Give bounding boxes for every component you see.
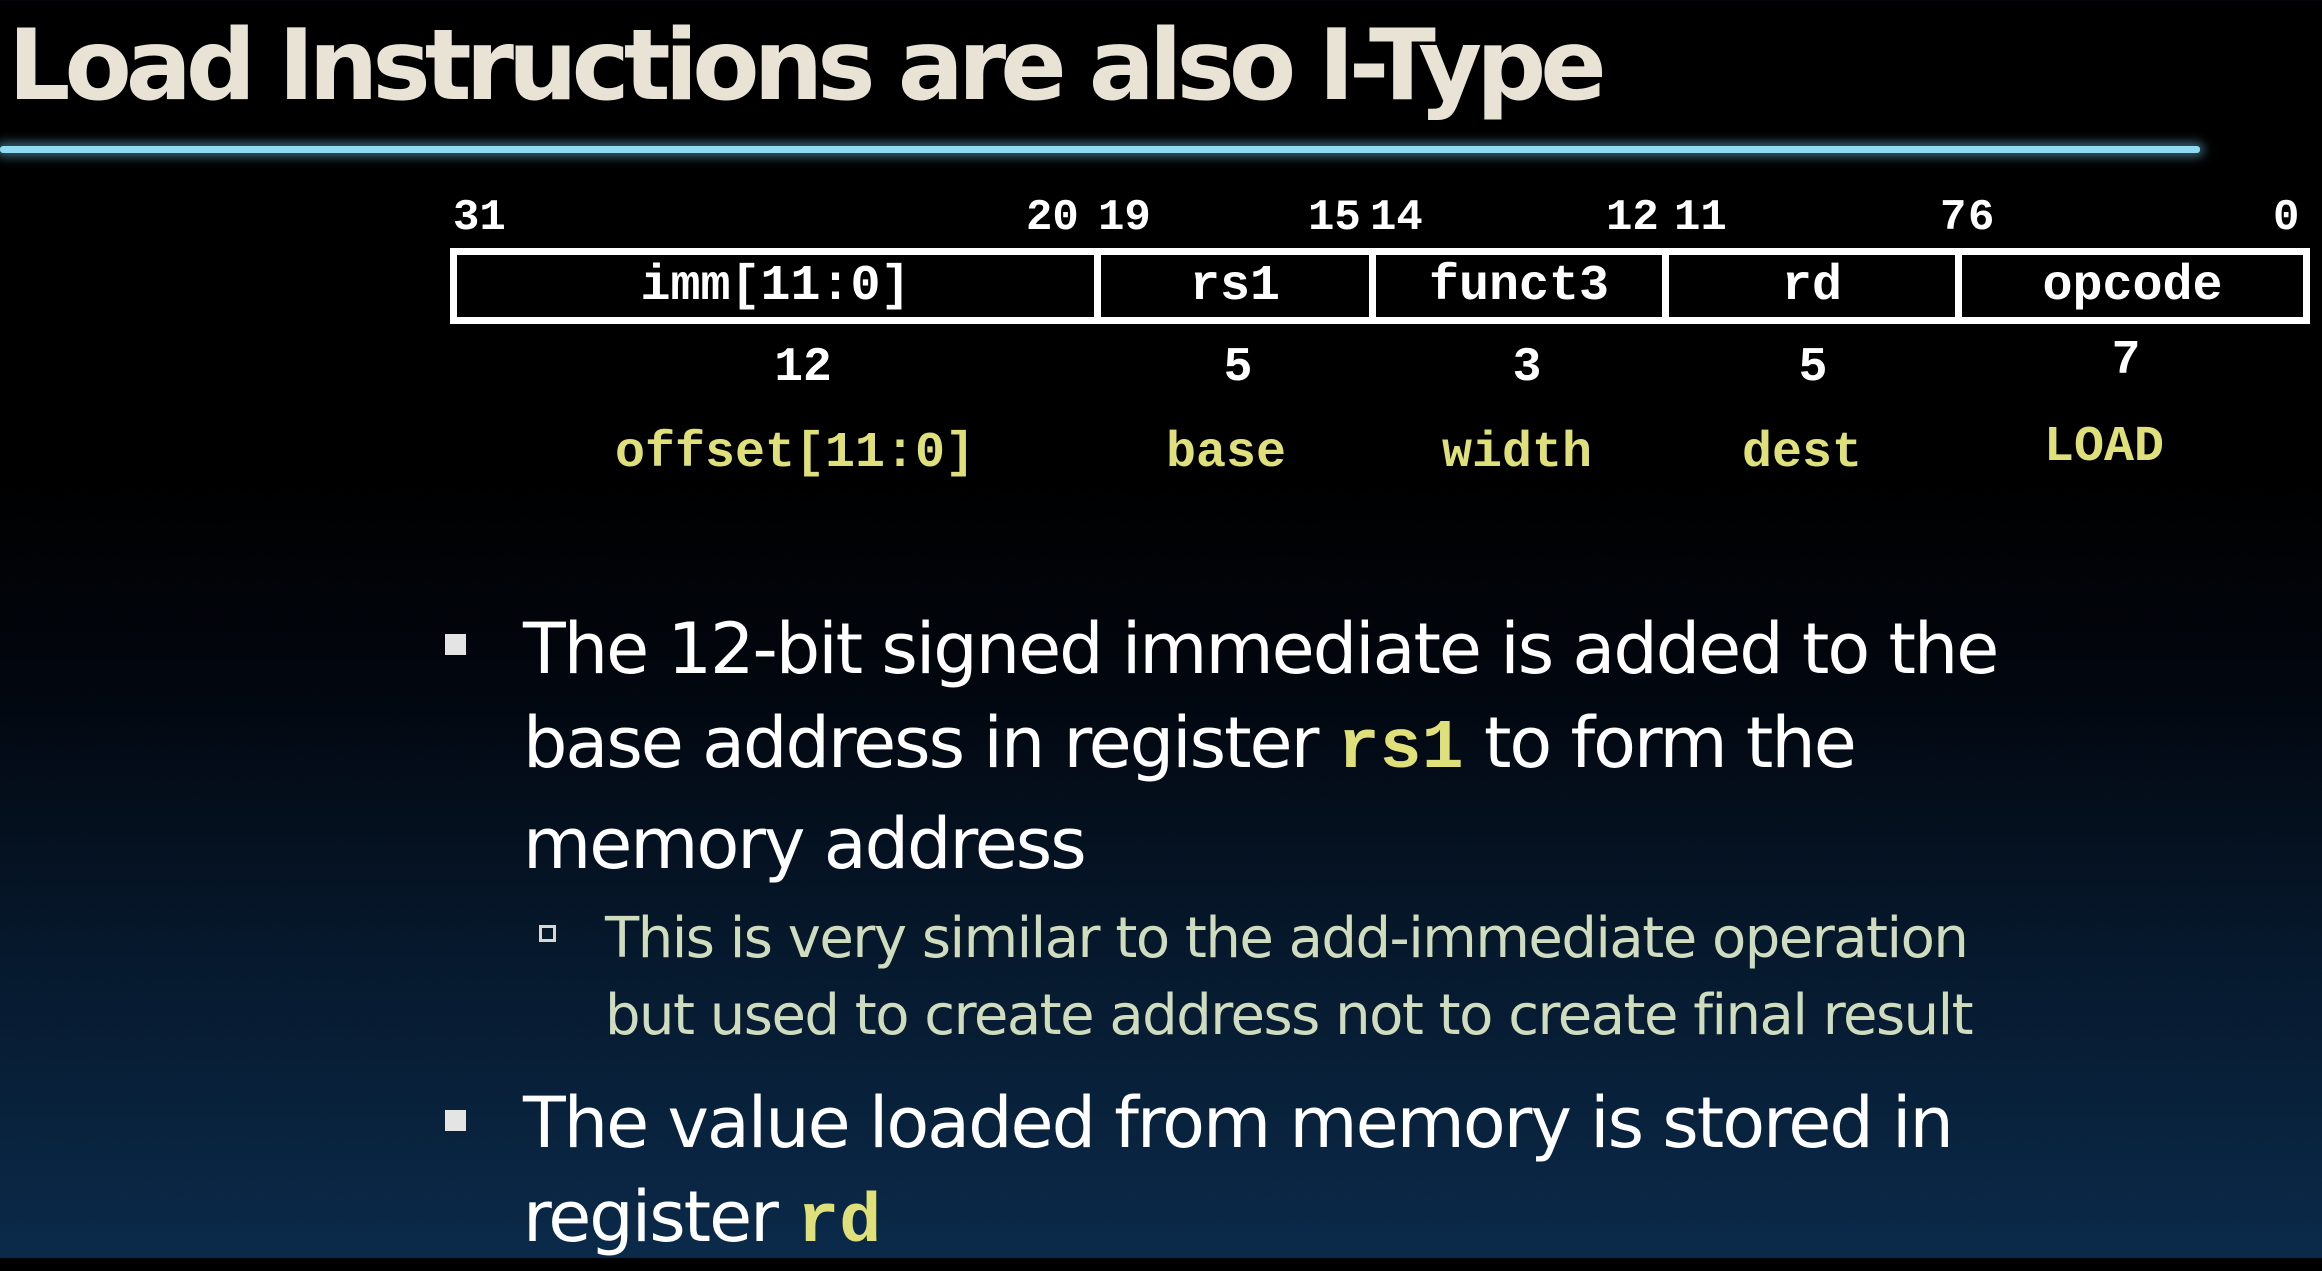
bullet-1-line-2-start: base address in register <box>523 702 1338 784</box>
bullet-1-line-1: The 12-bit signed immediate is added to … <box>523 608 1999 690</box>
field-imm: imm[11:0] <box>450 248 1101 324</box>
field-rd: rd <box>1662 248 1962 324</box>
field-role-offset: offset[11:0] <box>614 425 976 482</box>
bullet-1-line-3: memory address <box>523 803 1087 885</box>
bullet-2-text: The value loaded from memory is stored i… <box>523 1076 2223 1271</box>
bit-position-11: 11 <box>1674 193 1727 243</box>
bit-position-7: 7 <box>1940 193 1967 243</box>
register-rs1: rs1 <box>1337 710 1464 789</box>
slide-title: Load Instructions are also I-Type <box>8 9 1607 123</box>
title-underline <box>0 146 2200 153</box>
field-width-opcode: 7 <box>2111 334 2141 388</box>
field-role-base: base <box>1165 425 1287 482</box>
bullet-2-line-1: The value loaded from memory is stored i… <box>523 1082 1954 1164</box>
field-width-rd: 5 <box>1798 341 1828 395</box>
bullet-2-line-2-start: register <box>523 1176 798 1258</box>
sub-bullet-text: This is very similar to the add-immediat… <box>605 900 2255 1054</box>
field-funct3: funct3 <box>1369 248 1669 324</box>
bullet-marker <box>445 634 466 655</box>
bullet-1-text: The 12-bit signed immediate is added to … <box>523 602 2223 891</box>
field-role-width: width <box>1441 425 1593 482</box>
bit-position-19: 19 <box>1098 193 1151 243</box>
bit-position-15: 15 <box>1308 193 1361 243</box>
field-opcode: opcode <box>1955 248 2310 324</box>
field-role-load: LOAD <box>2043 419 2165 476</box>
bit-position-20: 20 <box>1026 193 1079 243</box>
field-width-imm: 12 <box>774 341 832 395</box>
sub-bullet-line-2: but used to create address not to create… <box>605 983 1974 1048</box>
field-rs1: rs1 <box>1094 248 1376 324</box>
register-rd: rd <box>797 1184 882 1263</box>
bit-position-14: 14 <box>1370 193 1423 243</box>
field-width-funct3: 3 <box>1512 341 1542 395</box>
bit-position-31: 31 <box>453 193 506 243</box>
sub-bullet-marker <box>539 925 556 942</box>
field-role-dest: dest <box>1741 425 1863 482</box>
bullet-marker <box>445 1110 466 1131</box>
bit-position-0: 0 <box>2273 193 2300 243</box>
bit-position-12: 12 <box>1606 193 1659 243</box>
bullet-1-line-2-end: to form the <box>1463 702 1857 784</box>
bit-position-6: 6 <box>1968 193 1995 243</box>
field-width-rs1: 5 <box>1223 341 1253 395</box>
sub-bullet-line-1: This is very similar to the add-immediat… <box>605 906 1969 971</box>
